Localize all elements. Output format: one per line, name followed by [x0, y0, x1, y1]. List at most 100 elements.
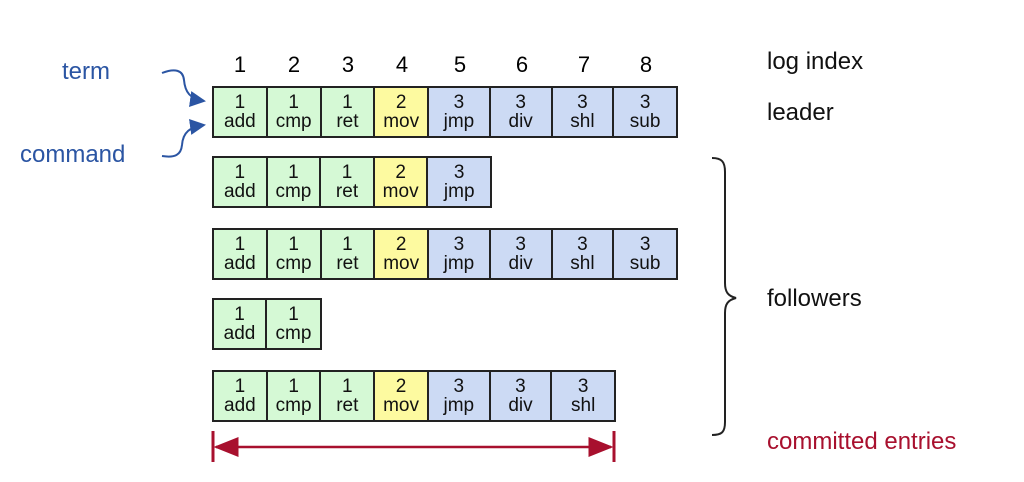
term-arrow-icon — [161, 69, 206, 107]
entry-term: 1 — [234, 234, 246, 255]
entry-term: 3 — [639, 92, 651, 113]
entry-term: 2 — [395, 234, 407, 255]
log-index-5: 5 — [453, 52, 467, 77]
entry-command: mov — [383, 111, 420, 132]
entry-command: shl — [571, 395, 596, 416]
entry-term: 1 — [342, 376, 353, 397]
log-index-7: 7 — [577, 52, 591, 77]
entry-term: 3 — [515, 92, 526, 113]
entry-term: 3 — [639, 234, 651, 255]
entry-command: add — [223, 181, 256, 202]
entry-term: 1 — [342, 92, 353, 113]
entry-command: add — [224, 253, 256, 274]
entry-command: jmp — [443, 395, 475, 416]
entry-command: shl — [570, 111, 595, 132]
entry-term: 1 — [288, 92, 299, 113]
entry-command: div — [508, 395, 533, 416]
entry-command: ret — [336, 111, 359, 132]
entry-term: 1 — [234, 162, 246, 183]
log-index-2: 2 — [287, 52, 301, 77]
entry-command: ret — [336, 395, 359, 416]
entry-term: 3 — [577, 376, 589, 397]
entry-term: 1 — [234, 376, 246, 397]
log-index-8: 8 — [639, 52, 653, 77]
log-index-1: 1 — [233, 52, 247, 77]
entry-command: cmp — [275, 395, 312, 416]
entry-term: 2 — [395, 162, 406, 183]
entry-command: shl — [570, 253, 595, 274]
entry-command: add — [223, 323, 256, 344]
entry-command: cmp — [275, 323, 312, 344]
entry-term: 3 — [515, 234, 526, 255]
entry-command: div — [508, 111, 533, 132]
entry-command: cmp — [275, 111, 312, 132]
entry-command: jmp — [443, 181, 475, 202]
entry-term: 1 — [288, 376, 299, 397]
entry-term: 3 — [453, 92, 465, 113]
command-annotation: command — [20, 141, 126, 168]
entry-command: mov — [383, 253, 420, 274]
leader-label: leader — [767, 99, 834, 126]
entry-command: sub — [629, 253, 661, 274]
entry-term: 1 — [342, 234, 353, 255]
entry-command: ret — [335, 181, 359, 202]
followers-label: followers — [767, 285, 862, 312]
log-index-6: 6 — [515, 52, 529, 77]
entry-term: 1 — [341, 162, 353, 183]
entry-command: mov — [383, 395, 420, 416]
entry-term: 1 — [234, 92, 246, 113]
entry-term: 2 — [395, 376, 407, 397]
entry-term: 3 — [577, 92, 588, 113]
entry-term: 3 — [515, 376, 526, 397]
entry-term: 3 — [577, 234, 588, 255]
entry-command: ret — [336, 253, 359, 274]
entry-term: 3 — [453, 376, 465, 397]
entry-term: 1 — [288, 304, 299, 325]
entry-term: 3 — [453, 162, 465, 183]
entry-term: 2 — [395, 92, 407, 113]
entry-command: add — [224, 395, 256, 416]
followers-brace-icon — [711, 157, 737, 436]
command-arrow-icon — [161, 119, 206, 158]
entry-command: jmp — [443, 111, 475, 132]
entry-command: add — [224, 111, 256, 132]
log-index-label: log index — [767, 48, 864, 75]
entry-term: 1 — [288, 162, 299, 183]
log-index-3: 3 — [341, 52, 355, 77]
entry-term: 1 — [234, 304, 245, 325]
entry-command: div — [508, 253, 533, 274]
term-annotation: term — [62, 58, 110, 85]
